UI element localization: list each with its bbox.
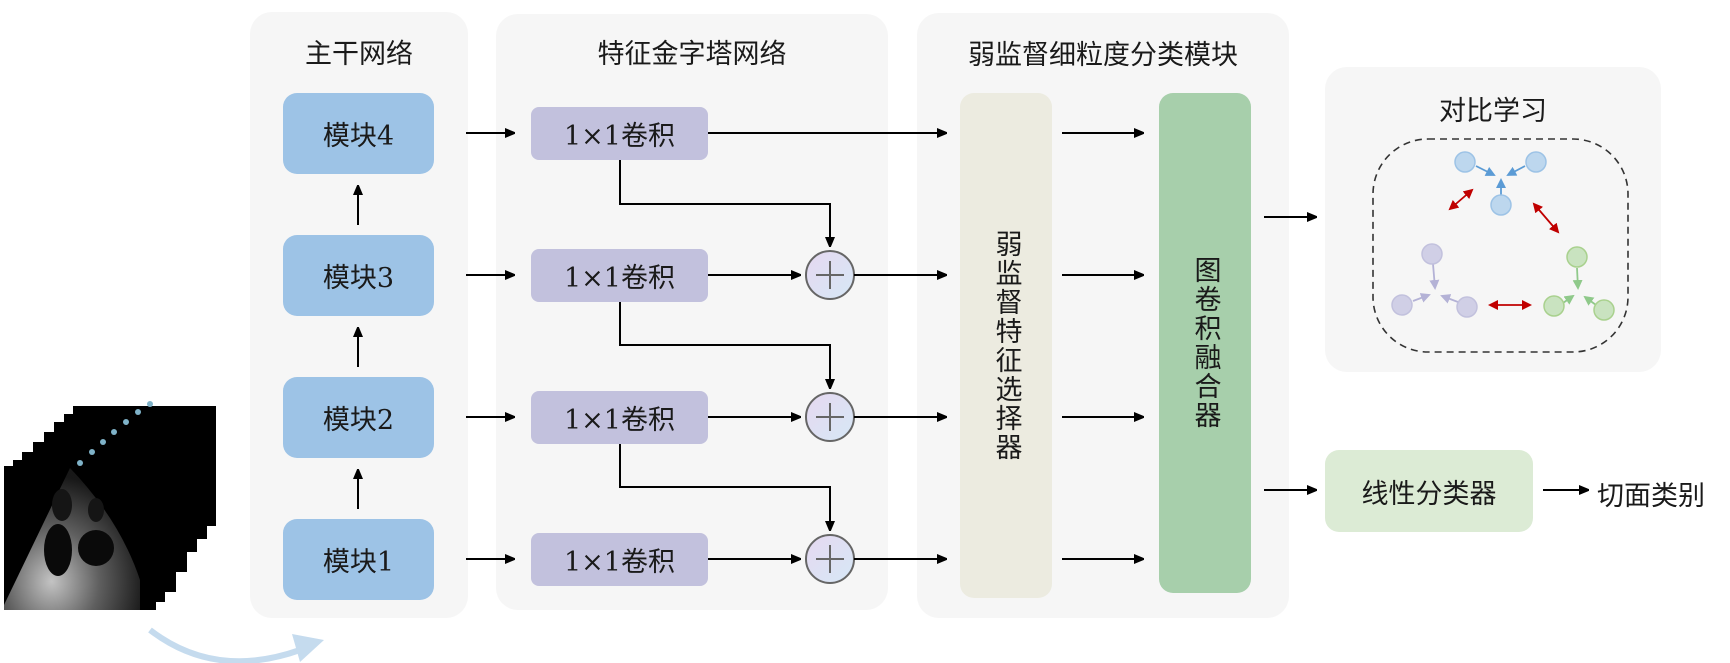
conv-block-1[interactable]: 1×1卷积 xyxy=(531,533,708,586)
echocardiogram-image-stack xyxy=(4,401,216,610)
backbone-block-3[interactable]: 模块3 xyxy=(283,235,434,316)
contrastive-panel: 对比学习 xyxy=(1325,67,1661,372)
gcn-fusion-label: 图卷积融合器 xyxy=(1189,256,1221,430)
output-view-category: 切面类别 xyxy=(1597,481,1705,512)
backbone-block-4[interactable]: 模块4 xyxy=(283,93,434,174)
backbone-block-2[interactable]: 模块2 xyxy=(283,377,434,458)
gcn-fusion[interactable]: 图卷积融合器 xyxy=(1159,93,1251,593)
backbone-block-1[interactable]: 模块1 xyxy=(283,519,434,600)
linear-classifier[interactable]: 线性分类器 xyxy=(1325,450,1533,532)
fpn-panel: 特征金字塔网络 xyxy=(496,14,888,610)
curved-flow-arrow xyxy=(148,627,301,663)
probe-markers xyxy=(77,401,153,466)
contrastive-title: 对比学习 xyxy=(1439,96,1547,127)
wsfg-title: 弱监督细粒度分类模块 xyxy=(968,40,1238,71)
curved-flow-arrowhead xyxy=(292,634,324,662)
conv-block-2[interactable]: 1×1卷积 xyxy=(531,391,708,444)
conv-block-4[interactable]: 1×1卷积 xyxy=(531,107,708,160)
fpn-title: 特征金字塔网络 xyxy=(597,39,787,70)
feature-selector-label: 弱监督特征选择器 xyxy=(990,229,1022,462)
ultrasound-sector xyxy=(4,468,140,610)
feature-selector[interactable]: 弱监督特征选择器 xyxy=(960,93,1052,598)
backbone-title: 主干网络 xyxy=(305,39,413,70)
conv-block-3[interactable]: 1×1卷积 xyxy=(531,249,708,302)
